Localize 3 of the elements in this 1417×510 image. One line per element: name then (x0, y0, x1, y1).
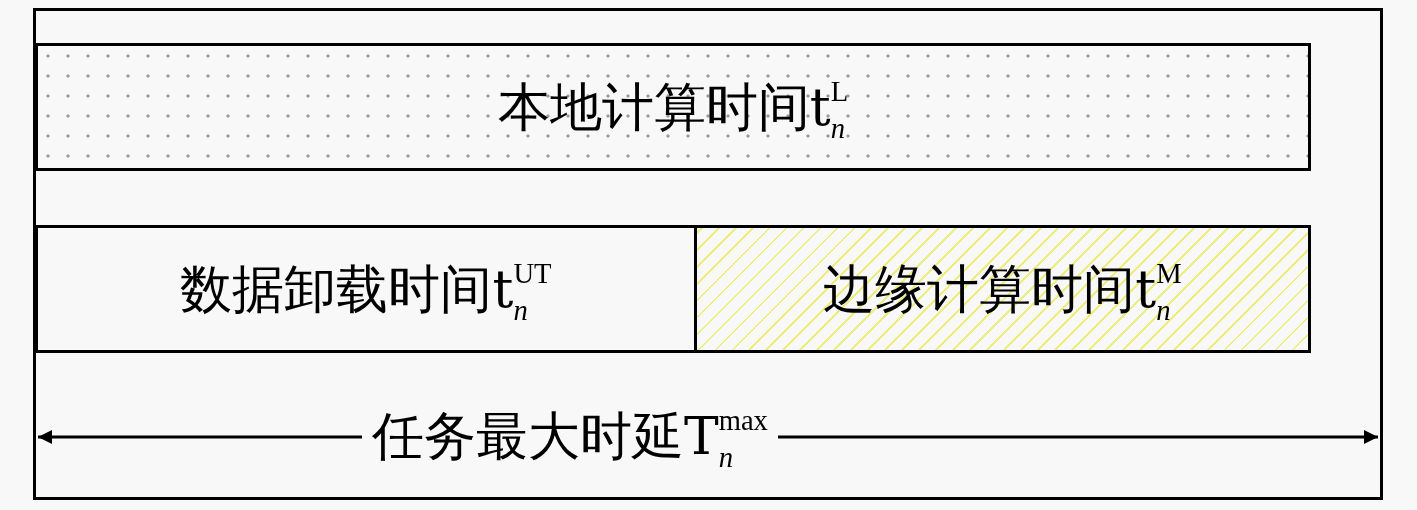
time-bar (694, 225, 1311, 353)
time-bar (35, 43, 1311, 171)
time-bar (35, 225, 697, 353)
